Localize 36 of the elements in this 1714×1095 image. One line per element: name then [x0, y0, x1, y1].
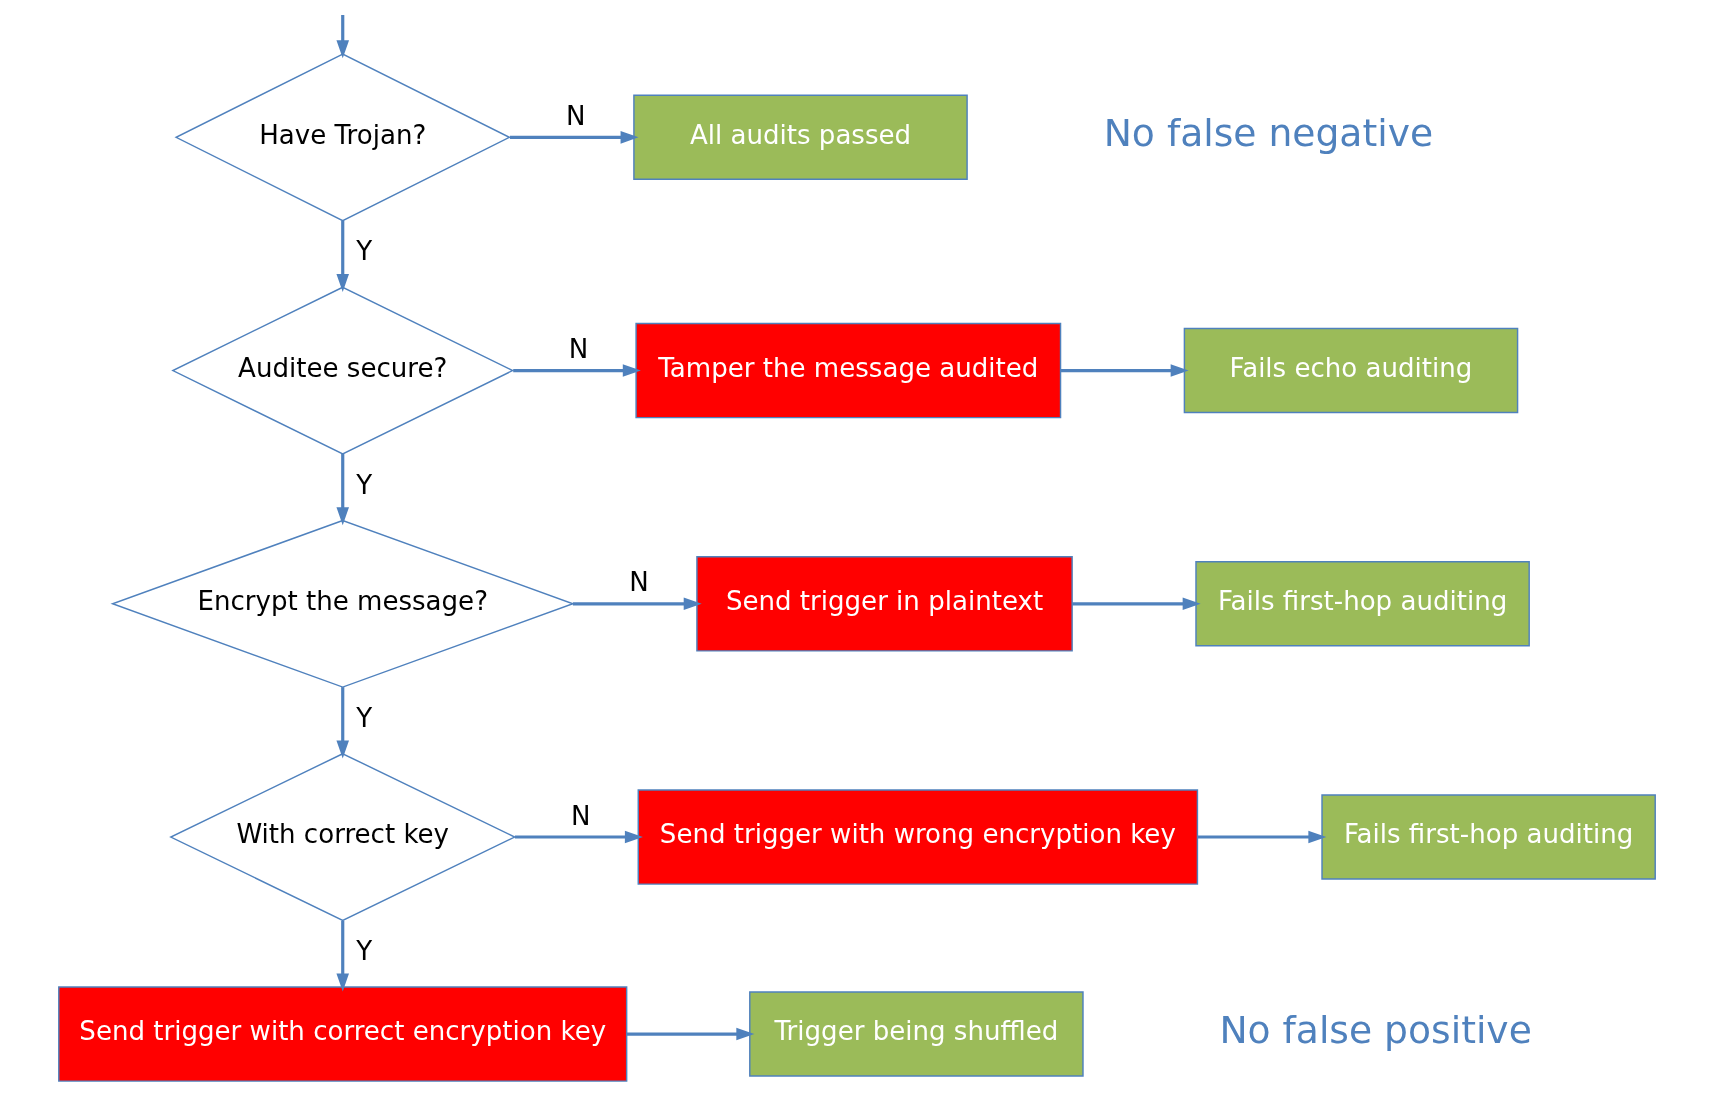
node-box: Fails first-hop auditing [1321, 794, 1656, 880]
edge-label: Y [356, 469, 373, 500]
node-box: All audits passed [633, 94, 968, 181]
label: No false positive [1219, 1008, 1532, 1053]
edge-label: Y [356, 236, 373, 267]
edge-label: N [566, 100, 586, 131]
node-box: Send trigger with correct encryption key [58, 986, 628, 1082]
edge-label: Y [356, 702, 373, 733]
node-diamond: With correct key [169, 752, 517, 922]
edge-label: N [568, 334, 589, 365]
arrow [572, 597, 702, 611]
edge-label: N [570, 800, 591, 831]
edge-label: Y [356, 936, 373, 967]
node-diamond: Encrypt the message? [110, 519, 575, 688]
arrow [336, 220, 350, 292]
arrow [1072, 597, 1201, 611]
node-box: Send trigger in plaintext [696, 556, 1073, 652]
node-box: Send trigger with wrong encryption key [637, 789, 1199, 885]
node-box: Tamper the message audited [635, 322, 1062, 419]
edge-label: N [629, 567, 649, 598]
node-box: Trigger being shuffled [749, 991, 1084, 1077]
arrow [514, 830, 643, 844]
arrow [1197, 830, 1327, 844]
node-diamond: Have Trojan? [174, 53, 511, 222]
node-diamond: Auditee secure? [171, 286, 515, 455]
arrow [1060, 364, 1189, 377]
label: No false negative [1103, 111, 1434, 156]
node-box: Fails first-hop auditing [1195, 561, 1530, 647]
arrow [336, 453, 350, 526]
arrow [513, 364, 641, 377]
arrow [626, 1027, 755, 1041]
arrow [336, 920, 350, 992]
arrow [336, 687, 350, 759]
arrow [509, 131, 639, 144]
arrow [336, 15, 350, 59]
node-box: Fails echo auditing [1183, 327, 1519, 414]
